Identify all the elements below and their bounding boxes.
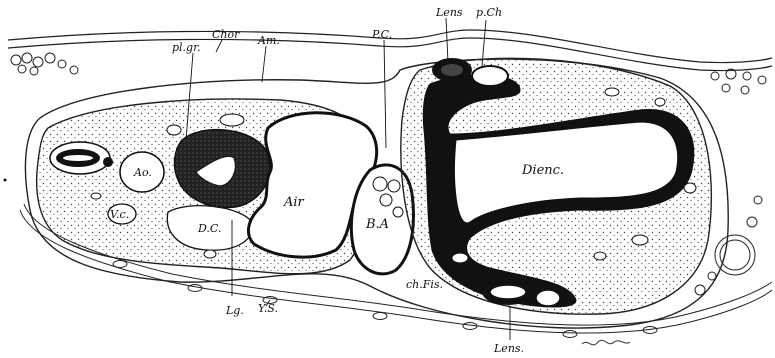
chorion-cells-right [711,69,766,94]
label-p-ch: p.Ch [476,6,502,19]
label-pc: P.C. [371,28,392,41]
label-ao: Ao. [133,166,152,179]
label-ba: B.A [365,217,389,232]
stray-dot [4,179,7,182]
signature-mark [582,340,630,345]
label-dienc: Dienc. [521,163,564,178]
label-dc: D.C. [197,222,221,235]
chorion-cells-left [11,53,78,75]
label-lg: Lg. [225,304,244,317]
label-pl-gr: pl.gr. [172,41,201,54]
label-lens-top: Lens [435,6,463,19]
label-lens-bottom: Lens. [493,342,524,355]
label-air: Air [283,195,305,210]
label-chor: Chor [212,28,240,41]
label-ch-fis: ch.Fis. [406,278,443,291]
label-am: Am. [257,34,280,47]
label-vc: V.c. [110,208,129,221]
label-ys: Y.S. [258,302,278,315]
